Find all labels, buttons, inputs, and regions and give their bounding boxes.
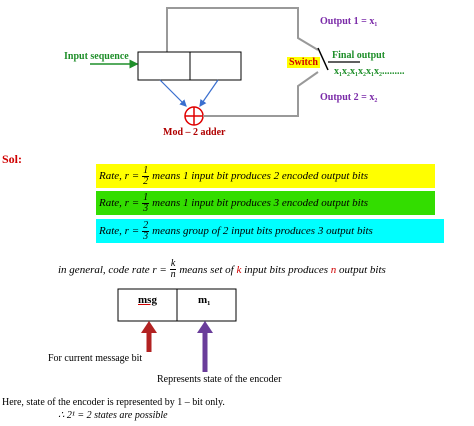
- final-output-label: Final output: [332, 50, 386, 61]
- adder-arrow-left: [159, 79, 187, 107]
- footer-line-2: ∴ 2¹ = 2 states are possible: [58, 410, 168, 421]
- switch-label: Switch: [287, 57, 320, 68]
- mod2-adder-label: Mod – 2 adder: [163, 127, 226, 138]
- adder-arrow-right: [199, 79, 219, 107]
- output2-wire: [203, 71, 319, 117]
- footer-line-1: Here, state of the encoder is represente…: [2, 397, 225, 408]
- current-bit-arrow-head: [141, 321, 157, 333]
- output1-label: Output 1 = x₁: [320, 16, 378, 27]
- state-caption: Represents state of the encoder: [157, 374, 282, 385]
- final-output-sequence: x₁x₂x₁x₂x₁x₂.........: [334, 66, 405, 77]
- input-sequence-label: Input sequence: [64, 51, 129, 62]
- state-cell-msg: msg: [138, 294, 157, 306]
- state-cell-m1: m₁: [198, 294, 211, 306]
- sol-label: Sol:: [2, 152, 23, 166]
- output2-label: Output 2 = x₂: [320, 92, 378, 103]
- current-bit-caption: For current message bit: [48, 353, 143, 364]
- switch-blade: [317, 47, 329, 71]
- output1-wire: [166, 7, 319, 52]
- state-arrow-head: [197, 321, 213, 333]
